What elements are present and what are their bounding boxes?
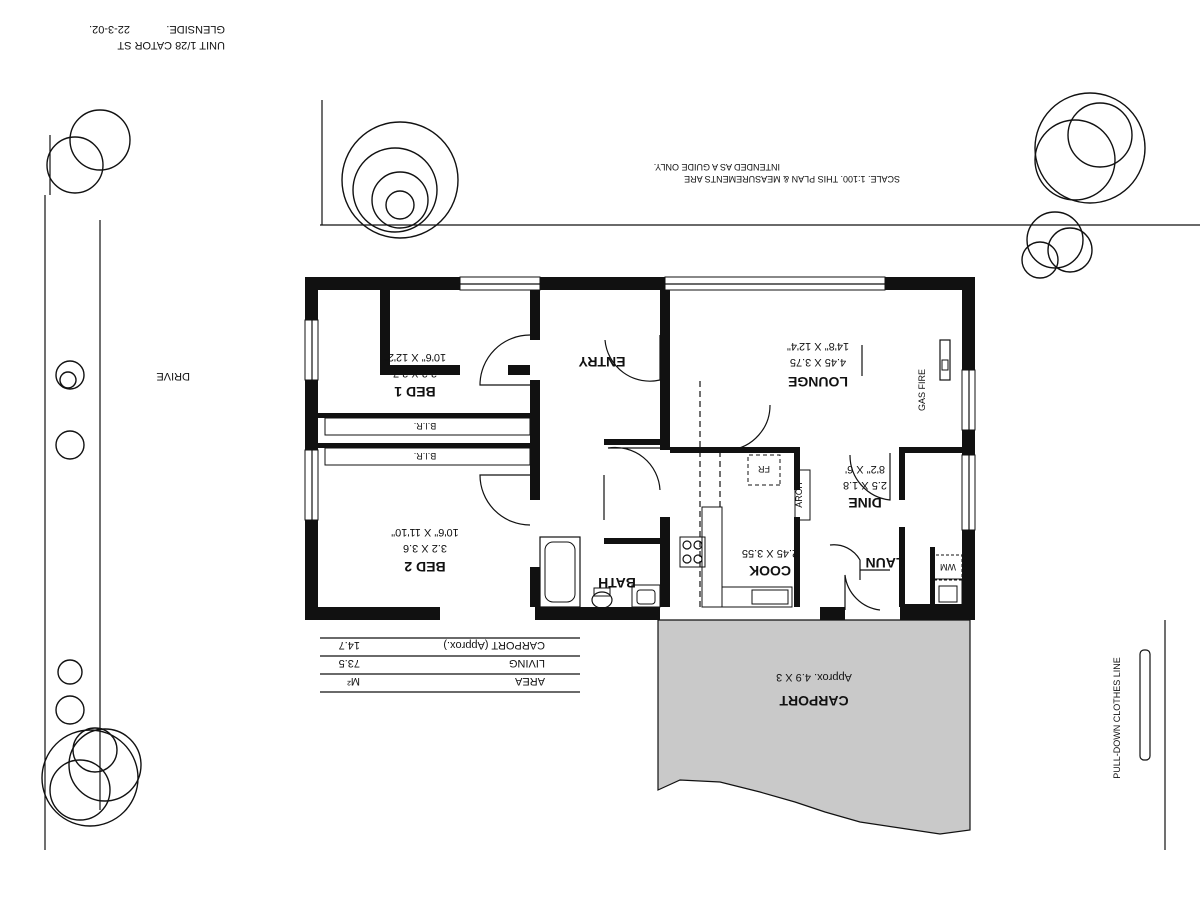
shrub-right-side bbox=[46, 109, 131, 460]
lounge-metric: 4.45 X 3.75 bbox=[790, 356, 846, 368]
laundry-fixtures: WM bbox=[829, 544, 963, 608]
scale-note: SCALE. 1:100. THIS PLAN & MEASUREMENTS A… bbox=[654, 162, 900, 184]
dine-imperial: 8'2" X 6' bbox=[845, 463, 885, 475]
drive-label: DRIVE bbox=[156, 370, 190, 382]
dine-name: DINE bbox=[848, 495, 881, 511]
area-table: AREA M² LIVING 73.5 CARPORT (Approx.) 14… bbox=[320, 637, 580, 693]
arch-label: ARCH bbox=[794, 482, 804, 508]
windows bbox=[304, 276, 976, 531]
bathroom-fixtures bbox=[539, 536, 661, 609]
bed2-imperial: 10'6" X 11'10" bbox=[391, 526, 459, 538]
address-line1: UNIT 1/28 CATOR ST bbox=[117, 39, 225, 51]
door-swings bbox=[479, 334, 891, 611]
bath-name: BATH bbox=[598, 575, 636, 591]
landscaping-shrubs bbox=[41, 92, 1146, 827]
area-title: AREA bbox=[514, 675, 545, 687]
area-row-living-value: 73.5 bbox=[339, 657, 360, 669]
cook-name: COOK bbox=[749, 563, 791, 579]
carport-dims: Approx. 4.9 X 3 bbox=[776, 671, 852, 683]
shrub-top-left bbox=[1021, 92, 1146, 279]
dine-metric: 2.5 X 1.8 bbox=[843, 479, 887, 491]
bed1-metric: 3.2 X 3.7 bbox=[393, 367, 437, 379]
bed2-metric: 3.2 X 3.6 bbox=[403, 542, 447, 554]
shrub-top-center bbox=[341, 121, 459, 239]
wm-label: WM bbox=[940, 562, 956, 572]
carport-area: CARPORT Approx. 4.9 X 3 bbox=[657, 619, 971, 835]
area-row-carport-value: 14.7 bbox=[339, 639, 360, 651]
address-date: 22-3-02. bbox=[89, 23, 130, 35]
bed2-name: BED 2 bbox=[404, 559, 445, 575]
address-block: UNIT 1/28 CATOR ST GLENSIDE. 22-3-02. bbox=[89, 23, 225, 51]
address-line2: GLENSIDE. bbox=[166, 23, 225, 35]
bed1-imperial: 10'6" X 12'2" bbox=[384, 351, 446, 363]
lounge-name: LOUNGE bbox=[788, 374, 848, 390]
entry-name: ENTRY bbox=[578, 354, 626, 370]
scale-note-line2: INTENDED AS A GUIDE ONLY. bbox=[654, 162, 780, 172]
room-labels: BED 1 3.2 X 3.7 10'6" X 12'2" BED 2 3.2 … bbox=[384, 340, 905, 591]
clothes-line-label: PULL-DOWN CLOTHES LINE bbox=[1112, 657, 1122, 779]
bed1-name: BED 1 bbox=[394, 384, 435, 400]
gas-fire-label: GAS FIRE bbox=[917, 369, 927, 411]
built-in-robes: B.I.R. B.I.R. bbox=[318, 413, 531, 466]
gas-fire: GAS FIRE bbox=[917, 339, 951, 411]
scale-note-line1: SCALE. 1:100. THIS PLAN & MEASUREMENTS A… bbox=[684, 174, 900, 184]
area-row-living-label: LIVING bbox=[509, 657, 545, 669]
shrub-bottom-right bbox=[41, 659, 142, 827]
lounge-imperial: 14'8" X 12'4" bbox=[787, 340, 849, 352]
laun-name: LAUN bbox=[866, 555, 905, 571]
clothes-line: PULL-DOWN CLOTHES LINE bbox=[1112, 649, 1151, 779]
carport-label: CARPORT bbox=[779, 693, 849, 709]
area-unit: M² bbox=[347, 675, 360, 687]
area-row-carport-label: CARPORT (Approx.) bbox=[443, 639, 545, 651]
site-boundaries bbox=[44, 100, 1200, 850]
fridge-label: FR bbox=[758, 464, 770, 474]
kitchen-fixtures: FR ARCH bbox=[679, 380, 811, 608]
bir-label-1: B.I.R. bbox=[414, 451, 437, 461]
bir-label-2: B.I.R. bbox=[414, 421, 437, 431]
cook-metric: 2.45 X 3.55 bbox=[742, 547, 798, 559]
